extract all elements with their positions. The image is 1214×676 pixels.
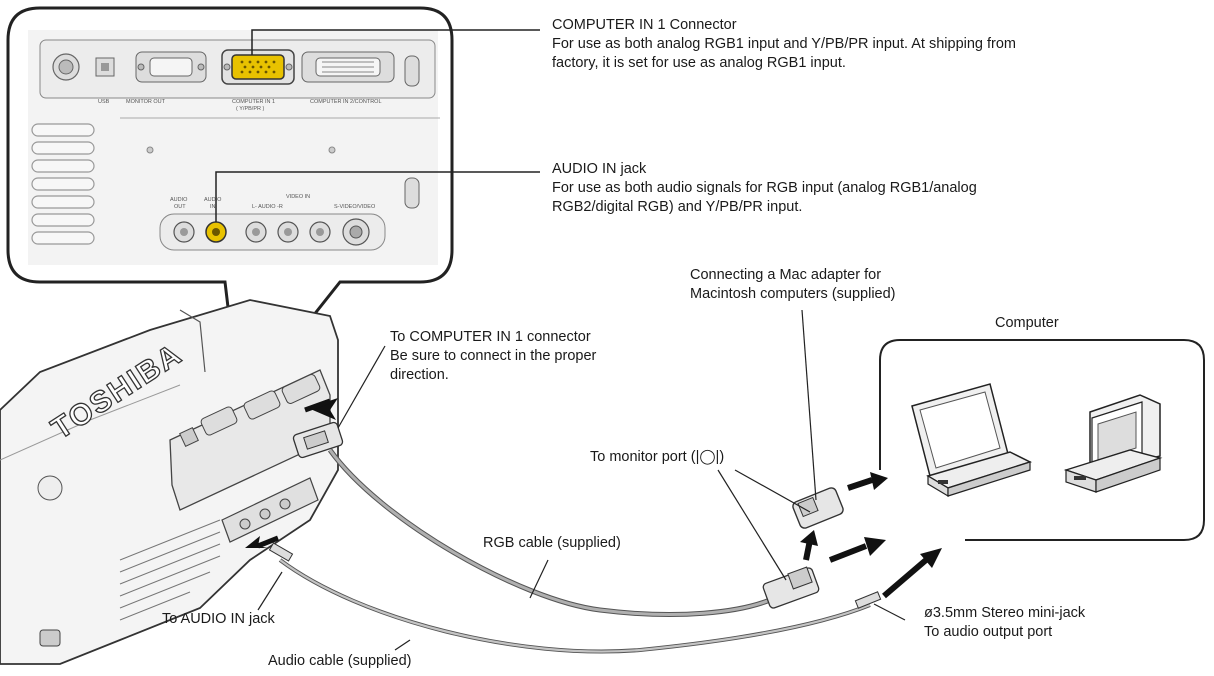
- audio-in-label-l1: AUDIO: [204, 197, 222, 203]
- audio-in-desc-1: For use as both audio signals for RGB in…: [552, 180, 977, 196]
- audio-in-callout: AUDIO IN jack For use as both audio sign…: [552, 160, 977, 217]
- audio-cable-label: Audio cable (supplied): [268, 653, 412, 669]
- to-computer-in1-line-3: direction.: [390, 367, 449, 383]
- arrow-adapter-up-icon: [800, 530, 818, 561]
- l-audio-r-label: L- AUDIO -R: [252, 204, 283, 210]
- minijack-callout: ø3.5mm Stereo mini-jack To audio output …: [924, 604, 1085, 642]
- rgb-cable-label: RGB cable (supplied): [483, 535, 621, 551]
- audio-out-label-l1: AUDIO: [170, 197, 188, 203]
- leader-lines: [257, 309, 906, 651]
- arrow-to-audio-in-icon: [245, 535, 279, 549]
- minijack-line-2: To audio output port: [924, 624, 1053, 640]
- computer-in1-label-l1: COMPUTER IN 1: [232, 99, 275, 105]
- to-computer-in1-line-1: To COMPUTER IN 1 connector: [390, 329, 591, 345]
- arrow-to-computer-in1-icon: [304, 398, 338, 420]
- computer-box: [879, 339, 1205, 541]
- to-computer-in1-callout: To COMPUTER IN 1 connector Be sure to co…: [390, 328, 596, 385]
- s-video-label: S-VIDEO/VIDEO: [334, 204, 376, 210]
- computer-in1-leader: [251, 29, 540, 55]
- arrow-rgb-right-icon: [828, 537, 886, 563]
- computer-in1-desc-2: factory, it is set for use as analog RGB…: [552, 55, 846, 71]
- mac-adapter-callout: Connecting a Mac adapter for Macintosh c…: [690, 266, 896, 304]
- computer-in1-callout: COMPUTER IN 1 Connector For use as both …: [552, 16, 1016, 73]
- projector: TOSHIBA: [0, 299, 339, 665]
- laptop-icon: [911, 383, 1032, 498]
- computer-in1-title: COMPUTER IN 1 Connector: [552, 17, 737, 33]
- audio-cable: [268, 542, 882, 654]
- audio-in-leader: [215, 171, 540, 222]
- audio-in-desc-2: RGB2/digital RGB) and Y/PB/PR input.: [552, 199, 803, 215]
- rgb-cable: [292, 421, 820, 617]
- rear-panel-zoom: USB MONITOR OUT COMPUTER IN 1 ( Y/PB/PR …: [6, 6, 454, 412]
- video-in-label: VIDEO IN: [286, 194, 310, 200]
- arrows: [245, 398, 942, 599]
- to-audio-in-label: To AUDIO IN jack: [162, 611, 275, 627]
- computer-in1-label-l2: ( Y/PB/PR ): [236, 106, 264, 112]
- computer-in2-label: COMPUTER IN 2/CONTROL: [310, 99, 382, 105]
- mac-adapter-line-1: Connecting a Mac adapter for: [690, 267, 882, 283]
- audio-out-label-l2: OUT: [174, 204, 186, 210]
- computer-label: Computer: [995, 315, 1059, 331]
- usb-label: USB: [98, 99, 110, 105]
- audio-in-title: AUDIO IN jack: [552, 161, 647, 177]
- mac-adapter-line-2: Macintosh computers (supplied): [690, 286, 896, 302]
- to-computer-in1-line-2: Be sure to connect in the proper: [390, 348, 597, 364]
- arrow-audio-right-icon: [882, 548, 942, 599]
- monitor-out-label: MONITOR OUT: [126, 99, 166, 105]
- computer-in1-desc-1: For use as both analog RGB1 input and Y/…: [552, 36, 1017, 52]
- monitor-port-label: To monitor port (|◯|): [590, 449, 725, 465]
- audio-in-label-l2: IN: [210, 204, 216, 210]
- arrow-adapter-right-icon: [847, 472, 888, 491]
- minijack-line-1: ø3.5mm Stereo mini-jack: [924, 605, 1086, 621]
- desktop-computer-icon: [1063, 394, 1163, 493]
- mac-adapter-icon: [792, 487, 844, 529]
